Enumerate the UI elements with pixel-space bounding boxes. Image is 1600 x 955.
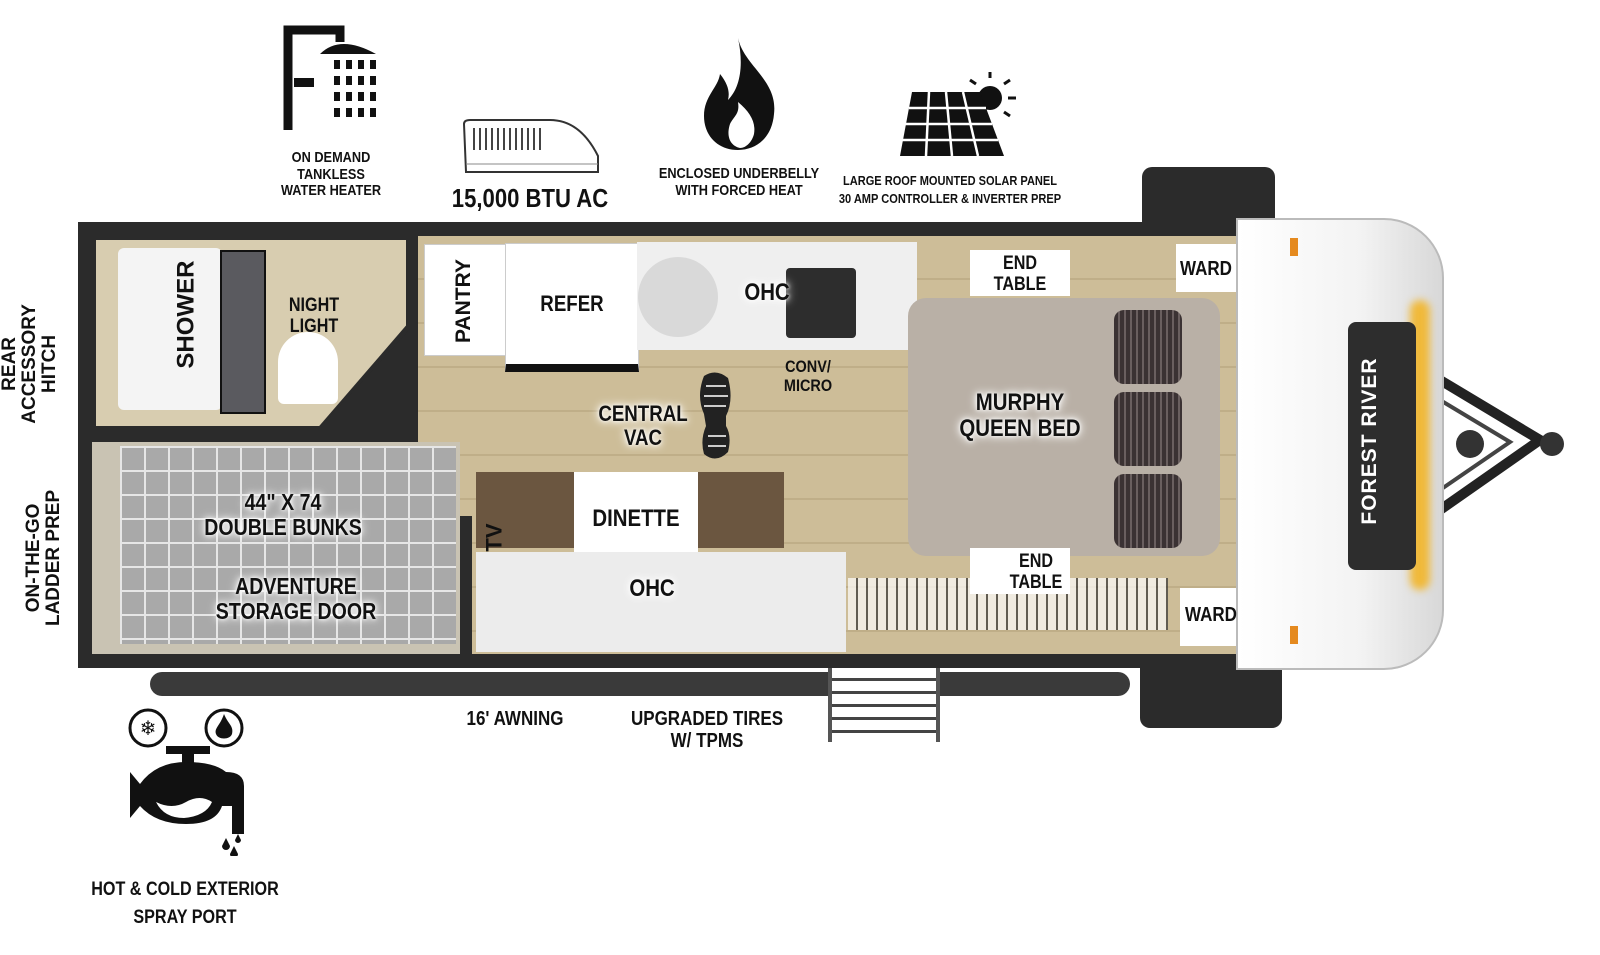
tv-wall xyxy=(460,516,472,654)
ward-top-label: WARD xyxy=(1180,258,1232,280)
central-vac-label: CENTRAL VAC xyxy=(598,401,688,451)
sink[interactable] xyxy=(638,257,718,337)
spray-port-icon: ❄ xyxy=(128,708,244,856)
boot-print-icon xyxy=(700,372,731,459)
shower-pan xyxy=(118,248,222,410)
ohc-top-label: OHC xyxy=(744,279,790,306)
hitch-tongue xyxy=(1437,375,1564,515)
end-table-bottom-label: END TABLE xyxy=(1009,551,1063,593)
shower-head-icon xyxy=(283,25,376,130)
ohc-bottom-cabinet[interactable] xyxy=(476,552,846,652)
spray-port-label: HOT & COLD EXTERIOR SPRAY PORT xyxy=(91,879,279,928)
end-table-top[interactable] xyxy=(970,250,1070,296)
refer-label: REFER xyxy=(540,291,604,316)
bathroom xyxy=(92,236,410,430)
awning-bar xyxy=(150,672,1130,696)
solar-label: LARGE ROOF MOUNTED SOLAR PANEL 30 AMP CO… xyxy=(838,173,1062,207)
dinette-label: DINETTE xyxy=(592,505,680,532)
dinette-table[interactable] xyxy=(574,472,698,552)
ward-bottom[interactable] xyxy=(1180,588,1238,646)
ward-top[interactable] xyxy=(1176,244,1236,292)
ladder-prep-label: ON-THE-GO LADDER PREP xyxy=(23,489,64,627)
conv-micro-label: CONV/ MICRO xyxy=(783,357,833,395)
svg-text:❄: ❄ xyxy=(140,718,157,740)
cooktop[interactable] xyxy=(786,268,856,338)
entry-steps xyxy=(828,668,940,742)
underbelly-label: ENCLOSED UNDERBELLY WITH FORCED HEAT xyxy=(658,165,820,199)
tv-label: TV xyxy=(481,523,507,552)
brand-logo: FOREST RIVER xyxy=(1357,357,1381,525)
pillow-3 xyxy=(1114,474,1182,548)
marker-light-bottom xyxy=(1290,626,1298,644)
end-table-top-label: END TABLE xyxy=(993,253,1047,295)
toilet xyxy=(278,332,338,404)
marker-light-top xyxy=(1290,238,1298,256)
shower-door xyxy=(220,250,266,414)
night-light-label: NIGHT LIGHT xyxy=(288,295,340,337)
water-heater-label: ON DEMAND TANKLESS WATER HEATER xyxy=(280,149,382,199)
refrigerator[interactable] xyxy=(505,243,639,372)
tire-bottom xyxy=(1140,666,1282,728)
air-conditioner-icon xyxy=(462,119,599,173)
shower-label: SHOWER xyxy=(172,260,200,369)
bunks-label: 44" X 74 DOUBLE BUNKS xyxy=(204,489,362,541)
tire-top xyxy=(1142,167,1275,225)
ward-bottom-label: WARD xyxy=(1185,604,1237,626)
rear-hitch-label: REAR ACCESSORY HITCH xyxy=(0,304,60,424)
pantry-label: PANTRY xyxy=(451,259,475,344)
bunk-room xyxy=(92,442,460,654)
ohc-bottom-label: OHC xyxy=(629,575,675,602)
pillow-2 xyxy=(1114,392,1182,466)
storage-door-label[interactable]: ADVENTURE STORAGE DOOR xyxy=(215,573,377,625)
awning-label: 16' AWNING xyxy=(466,708,564,730)
tires-label: UPGRADED TIRES W/ TPMS xyxy=(630,708,784,752)
flame-icon xyxy=(704,38,775,150)
ac-label: 15,000 BTU AC xyxy=(451,183,609,213)
murphy-bed-label: MURPHY QUEEN BED xyxy=(959,389,1081,443)
pantry[interactable] xyxy=(424,244,506,356)
brand-logo-plate xyxy=(1348,322,1416,570)
solar-panel-icon xyxy=(900,72,1016,157)
end-table-bottom[interactable] xyxy=(970,548,1070,594)
pillow-1 xyxy=(1114,310,1182,384)
